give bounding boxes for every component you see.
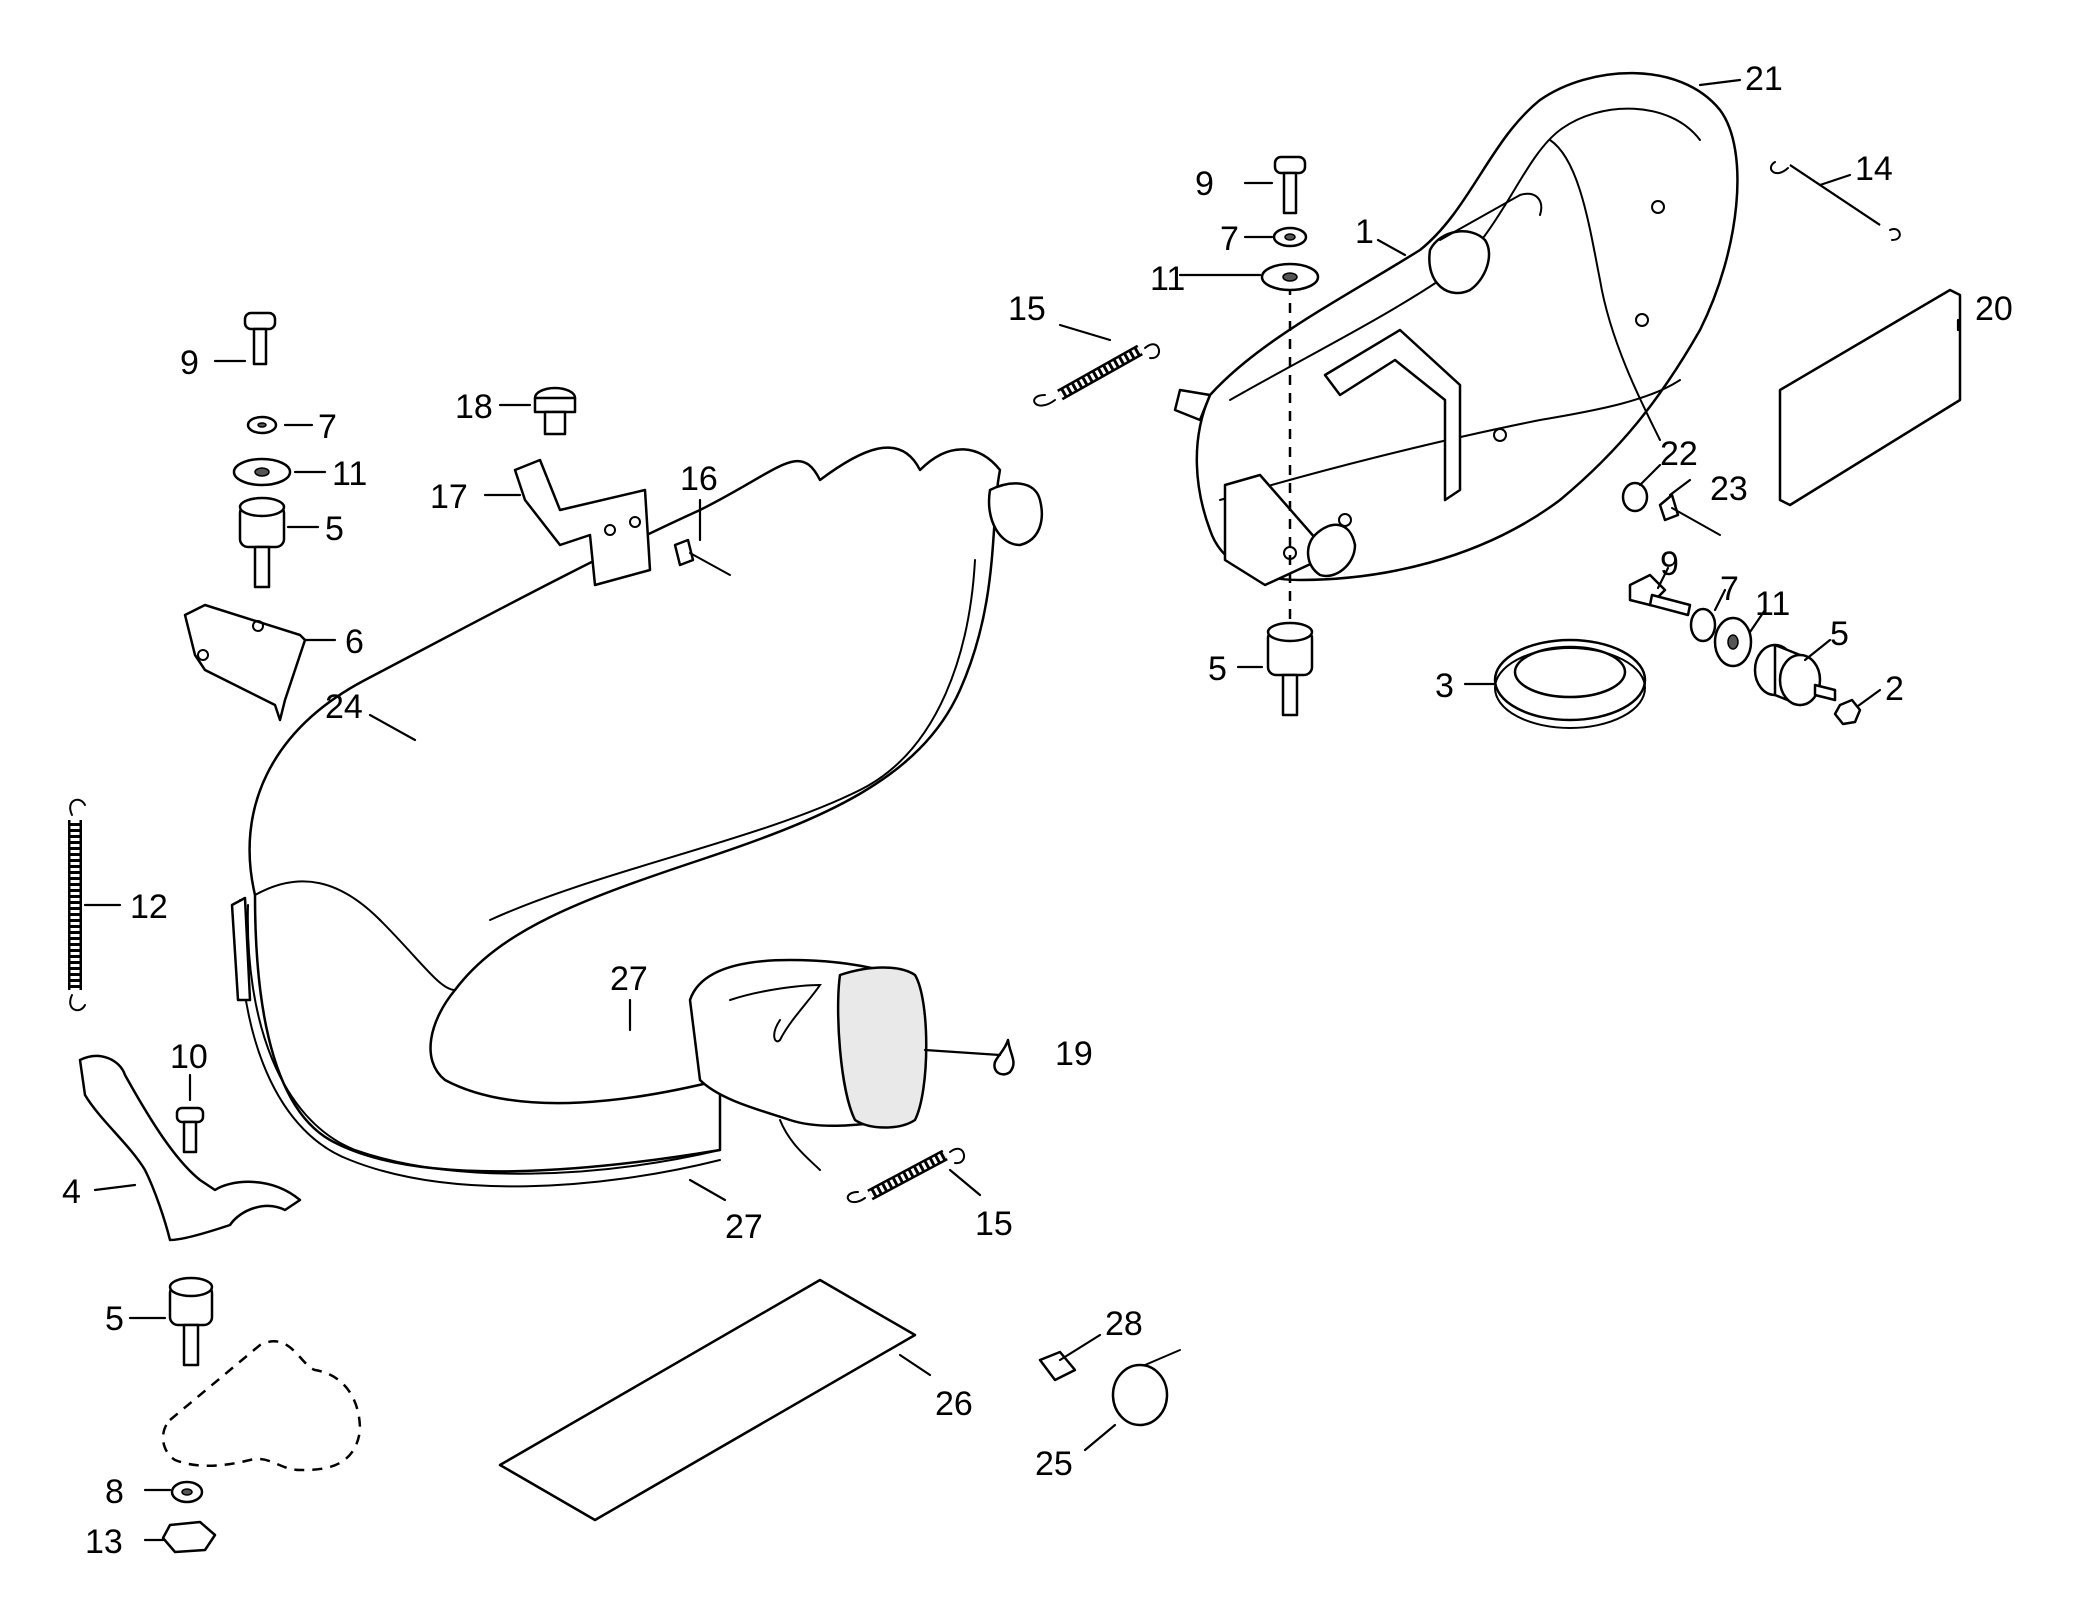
callout-21: 21 bbox=[1745, 60, 1783, 98]
callout-7: 7 bbox=[318, 408, 337, 446]
callout-17: 17 bbox=[430, 478, 468, 516]
rivet-part bbox=[1658, 493, 1680, 522]
rivet-part bbox=[673, 538, 695, 567]
callout-3: 3 bbox=[1435, 667, 1454, 705]
callout-18: 18 bbox=[455, 388, 493, 426]
exhaust-pipe-part bbox=[230, 446, 1044, 1188]
callout-7: 7 bbox=[1720, 570, 1739, 608]
callout-6: 6 bbox=[345, 623, 364, 661]
bolt-part bbox=[1628, 573, 1692, 617]
callout-9: 9 bbox=[180, 344, 199, 382]
callout-11: 11 bbox=[332, 455, 367, 493]
silencer-housing-part bbox=[1173, 71, 1739, 587]
washer-part bbox=[1689, 607, 1717, 643]
callout-9: 9 bbox=[1660, 545, 1679, 583]
callout-28: 28 bbox=[1105, 1305, 1143, 1343]
callout-5: 5 bbox=[1208, 650, 1227, 688]
callout-19: 19 bbox=[1055, 1035, 1093, 1073]
callout-1: 1 bbox=[1355, 213, 1374, 251]
bolt-part bbox=[175, 1106, 205, 1154]
washer-hole bbox=[1284, 233, 1296, 241]
strap-part bbox=[78, 1054, 302, 1242]
callout-20: 20 bbox=[1975, 290, 2013, 328]
leader-lines bbox=[83, 78, 1960, 1542]
callout-9: 9 bbox=[1195, 165, 1214, 203]
clip-part bbox=[1038, 1350, 1077, 1382]
bracket-part bbox=[513, 458, 652, 587]
callout-7: 7 bbox=[1220, 220, 1239, 258]
bracket-part bbox=[183, 603, 307, 722]
callout-5: 5 bbox=[1830, 615, 1849, 653]
callout-24: 24 bbox=[325, 688, 363, 726]
washer-hole bbox=[1727, 634, 1739, 650]
callout-labels: 21 1 9 7 11 15 14 20 22 23 9 7 11 5 2 3 … bbox=[62, 60, 2013, 1561]
spring-part bbox=[1033, 343, 1160, 407]
rubber-mount-part bbox=[168, 1276, 214, 1367]
callout-14: 14 bbox=[1855, 150, 1893, 188]
spring-part bbox=[68, 798, 86, 1012]
callout-4: 4 bbox=[62, 1173, 81, 1211]
callout-27: 27 bbox=[725, 1208, 763, 1246]
washer-part bbox=[1621, 481, 1649, 513]
washer-hole bbox=[181, 1488, 193, 1496]
bolt-part bbox=[1273, 155, 1307, 215]
nut-part bbox=[161, 1520, 217, 1554]
bracket-outline-dashed bbox=[161, 1340, 362, 1472]
callout-22: 22 bbox=[1660, 435, 1698, 473]
callout-23: 23 bbox=[1710, 470, 1748, 508]
washer-hole bbox=[254, 467, 270, 477]
callout-13: 13 bbox=[85, 1523, 123, 1561]
callout-12: 12 bbox=[130, 888, 168, 926]
callout-5: 5 bbox=[105, 1300, 124, 1338]
callout-2: 2 bbox=[1885, 670, 1904, 708]
callout-15: 15 bbox=[975, 1205, 1013, 1243]
callout-11: 11 bbox=[1755, 585, 1790, 623]
label-sheet-part bbox=[498, 1278, 917, 1522]
callout-8: 8 bbox=[105, 1473, 124, 1511]
callout-15: 15 bbox=[1008, 290, 1046, 328]
spring-part bbox=[1769, 161, 1901, 241]
callout-26: 26 bbox=[935, 1385, 973, 1423]
rubber-mount-part bbox=[238, 496, 286, 589]
gasket-ring-part bbox=[1493, 638, 1647, 729]
callout-16: 16 bbox=[680, 460, 718, 498]
rubber-mount-part bbox=[1753, 643, 1837, 707]
callout-5: 5 bbox=[325, 510, 344, 548]
hose-clamp-part bbox=[1111, 1349, 1181, 1427]
bolt-part bbox=[243, 311, 277, 366]
washer-hole bbox=[257, 422, 267, 428]
callout-11: 11 bbox=[1150, 260, 1185, 298]
callout-10: 10 bbox=[170, 1038, 208, 1076]
rubber-mount-part bbox=[1266, 621, 1314, 717]
spring-part bbox=[846, 1147, 965, 1204]
washer-hole bbox=[1282, 272, 1298, 282]
nut-part bbox=[1833, 698, 1862, 726]
sealant-drop-part bbox=[993, 1038, 1015, 1076]
label-plate-part bbox=[1778, 288, 1962, 507]
plug-part bbox=[533, 386, 577, 436]
callout-27: 27 bbox=[610, 960, 648, 998]
callout-25: 25 bbox=[1035, 1445, 1073, 1483]
